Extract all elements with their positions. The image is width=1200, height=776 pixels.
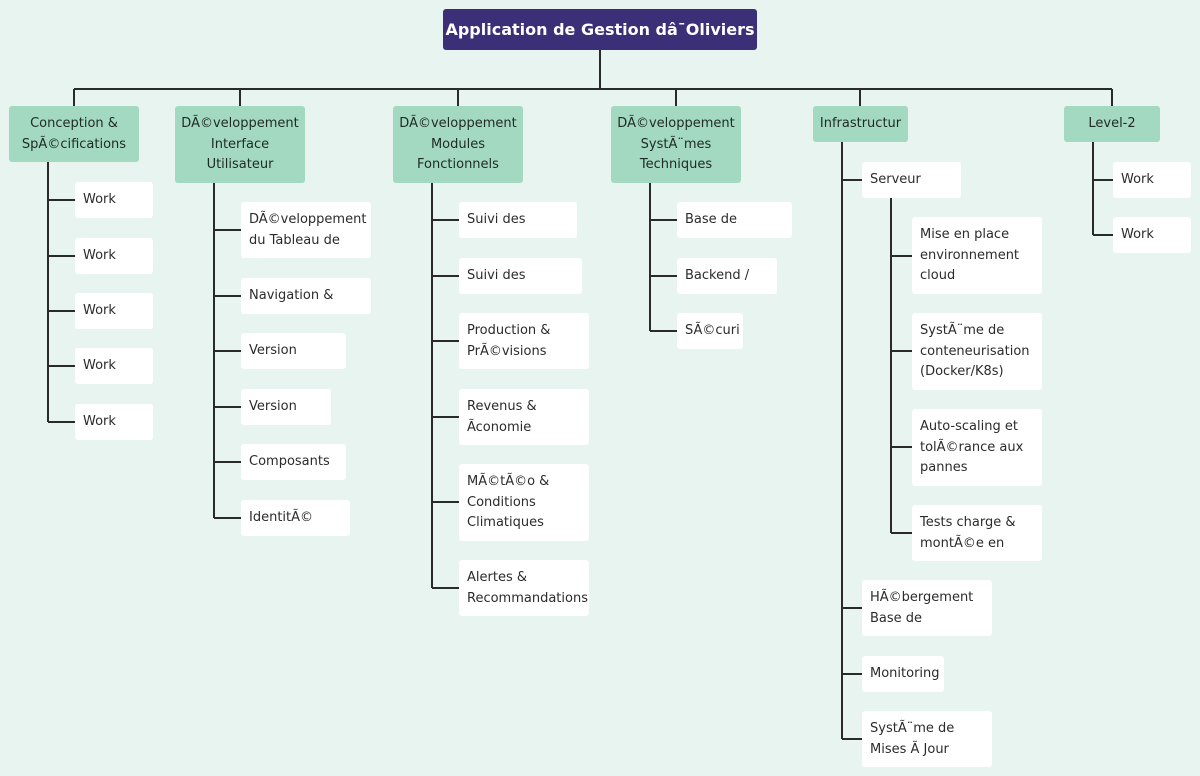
leaf-production-previsions[interactable]: Production & PrÃ©visions — [459, 313, 589, 369]
branch-infrastructure[interactable]: Infrastructur — [813, 106, 908, 142]
leaf-auto-scaling[interactable]: Auto-scaling et tolÃ©rance aux pannes — [912, 409, 1042, 486]
leaf-securite[interactable]: SÃ©curi — [677, 313, 743, 349]
leaf-composants[interactable]: Composants — [241, 444, 346, 480]
branch-conception[interactable]: Conception & SpÃ©cifications — [9, 106, 139, 162]
leaf-work[interactable]: Work — [75, 348, 153, 384]
leaf-tableau-de-bord[interactable]: DÃ©veloppement du Tableau de — [241, 202, 371, 258]
leaf-serveur[interactable]: Serveur — [862, 162, 961, 198]
leaf-version[interactable]: Version — [241, 389, 331, 425]
leaf-work[interactable]: Work — [1113, 217, 1191, 253]
leaf-work[interactable]: Work — [1113, 162, 1191, 198]
leaf-work[interactable]: Work — [75, 182, 153, 218]
leaf-suivi[interactable]: Suivi des — [459, 258, 582, 294]
leaf-work[interactable]: Work — [75, 238, 153, 274]
leaf-hebergement-base[interactable]: HÃ©bergement Base de — [862, 580, 992, 636]
leaf-backend[interactable]: Backend / — [677, 258, 777, 294]
branch-interface-utilisateur[interactable]: DÃ©veloppement Interface Utilisateur — [175, 106, 305, 183]
leaf-work[interactable]: Work — [75, 293, 153, 329]
leaf-version[interactable]: Version — [241, 333, 346, 369]
leaf-base-de-donnees[interactable]: Base de — [677, 202, 792, 238]
leaf-environnement-cloud[interactable]: Mise en place environnement cloud — [912, 217, 1042, 294]
leaf-alertes-recommandations[interactable]: Alertes & Recommandations — [459, 560, 589, 616]
leaf-revenus-economie[interactable]: Revenus & Ãconomie — [459, 389, 589, 445]
leaf-monitoring[interactable]: Monitoring — [862, 656, 944, 692]
branch-systemes-techniques[interactable]: DÃ©veloppement SystÃ¨mes Techniques — [611, 106, 741, 183]
leaf-work[interactable]: Work — [75, 404, 153, 440]
branch-modules-fonctionnels[interactable]: DÃ©veloppement Modules Fonctionnels — [393, 106, 523, 183]
leaf-navigation[interactable]: Navigation & — [241, 278, 371, 314]
leaf-identite[interactable]: IdentitÃ© — [241, 500, 350, 536]
root-node[interactable]: Application de Gestion dâ¯Oliviers — [443, 9, 757, 50]
leaf-conteneurisation[interactable]: SystÃ¨me de conteneurisation (Docker/K8s… — [912, 313, 1042, 390]
leaf-meteo-conditions[interactable]: MÃ©tÃ©o & Conditions Climatiques — [459, 464, 589, 541]
leaf-mises-a-jour[interactable]: SystÃ¨me de Mises Ã Jour — [862, 711, 992, 767]
leaf-tests-charge[interactable]: Tests charge & montÃ©e en — [912, 505, 1042, 561]
branch-level-2[interactable]: Level-2 — [1064, 106, 1160, 142]
leaf-suivi[interactable]: Suivi des — [459, 202, 577, 238]
